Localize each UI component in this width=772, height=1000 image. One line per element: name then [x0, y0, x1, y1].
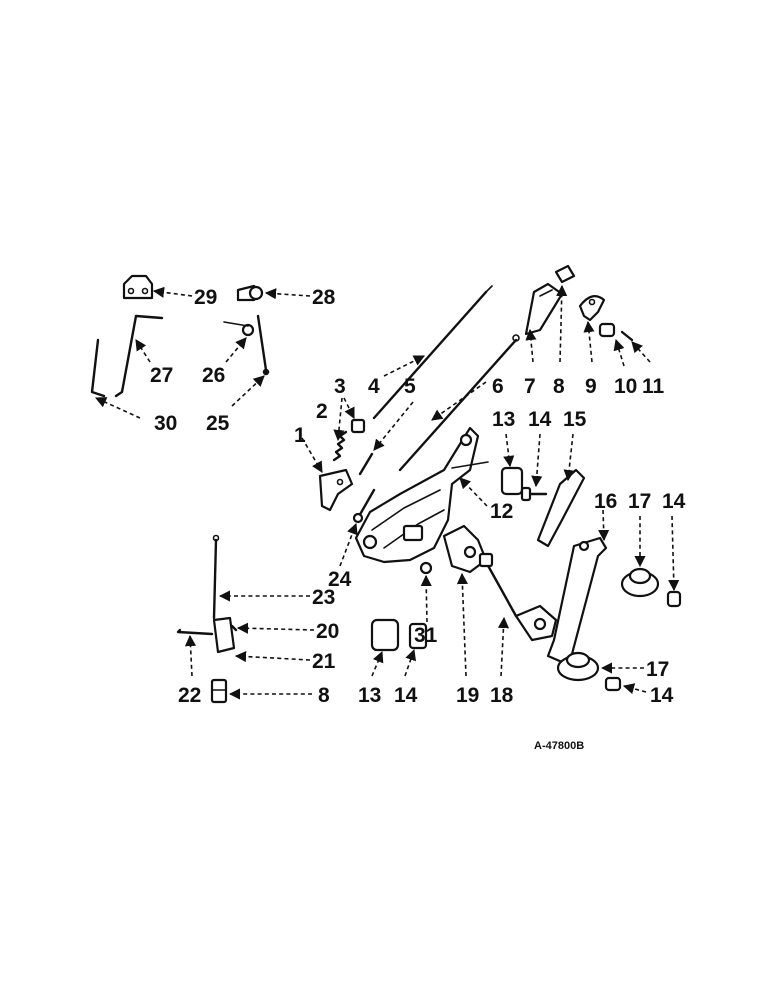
callout-9: 9: [585, 375, 597, 398]
callout-19: 19: [456, 684, 479, 707]
callout-14-right-upper: 14: [662, 490, 686, 513]
part-17-cap-lower: [556, 651, 600, 682]
callout-1: 1: [294, 424, 306, 447]
part-5-rod: [358, 452, 374, 476]
part-14-pin-lower: [408, 622, 428, 650]
part-16-arm: [514, 536, 608, 664]
part-18-bolt: [478, 552, 518, 618]
callout-14-top: 14: [528, 408, 552, 431]
part-24-lever: [352, 488, 376, 524]
part-29-bracket: [122, 274, 154, 300]
callout-6: 6: [492, 375, 504, 398]
part-17-cap-upper: [620, 567, 660, 598]
part-13-bushing-lower: [370, 618, 400, 652]
part-22-hook: [176, 628, 214, 636]
callout-12: 12: [490, 500, 513, 523]
callout-3: 3: [334, 375, 346, 398]
part-14-pin-right-lower: [604, 676, 622, 692]
callout-18: 18: [490, 684, 514, 707]
part-8-block-lower: [210, 678, 228, 704]
callout-22: 22: [178, 684, 201, 707]
part-25-rod: [256, 314, 270, 376]
part-9-lever: [578, 295, 606, 322]
callout-14-lower: 14: [394, 684, 418, 707]
callout-29: 29: [194, 286, 217, 309]
callout-31: 31: [414, 624, 438, 647]
drawing-number: A-47800B: [534, 740, 584, 752]
part-6-rod: [398, 334, 520, 472]
callout-24: 24: [328, 568, 352, 591]
part-12-housing: [354, 426, 489, 564]
callout-15: 15: [563, 408, 587, 431]
part-13-bushing-top: [500, 466, 524, 496]
part-23-rod: [212, 534, 220, 620]
part-27-rod: [114, 314, 164, 398]
callout-17-lower: 17: [646, 658, 669, 681]
part-11-pin: [620, 330, 634, 342]
callout-26: 26: [202, 364, 225, 387]
part-10-bushing: [598, 322, 616, 338]
callout-8-top: 8: [553, 375, 565, 398]
callout-23: 23: [312, 586, 335, 609]
part-14-pin-top: [520, 486, 548, 502]
callout-27: 27: [150, 364, 173, 387]
part-15-bar: [536, 468, 586, 548]
callout-21: 21: [312, 650, 336, 673]
part-8-block-top: [554, 264, 576, 284]
callout-28: 28: [312, 286, 336, 309]
part-21-block: [212, 616, 236, 654]
callout-labels: 29 28 27 26 30 25 3 4 5 6 7 8 9 10 11 2 …: [150, 286, 686, 752]
callout-11: 11: [642, 375, 665, 398]
part-26-eye: [223, 321, 255, 337]
callout-8-lower: 8: [318, 684, 330, 707]
callout-30: 30: [154, 412, 177, 435]
callout-25: 25: [206, 412, 230, 435]
callout-14-right-lower: 14: [650, 684, 674, 707]
callout-7: 7: [524, 375, 536, 398]
callout-17-upper: 17: [628, 490, 651, 513]
callout-5: 5: [404, 375, 416, 398]
part-31-nut: [419, 561, 433, 575]
callout-16: 16: [594, 490, 617, 513]
callout-13-lower: 13: [358, 684, 381, 707]
leader-lines: [94, 284, 680, 700]
part-4-rod: [372, 285, 493, 420]
callout-2: 2: [316, 400, 328, 423]
part-14-pin-right-upper: [666, 590, 682, 608]
part-28-clip: [236, 284, 264, 302]
callout-10: 10: [614, 375, 637, 398]
callout-4: 4: [368, 375, 380, 398]
callout-13-top: 13: [492, 408, 515, 431]
part-30-rod: [90, 338, 106, 398]
callout-20: 20: [316, 620, 339, 643]
part-2-spring: [332, 430, 348, 462]
part-1-lever: [318, 468, 354, 512]
part-3-nut: [350, 418, 366, 434]
part-7-link: [524, 282, 564, 336]
